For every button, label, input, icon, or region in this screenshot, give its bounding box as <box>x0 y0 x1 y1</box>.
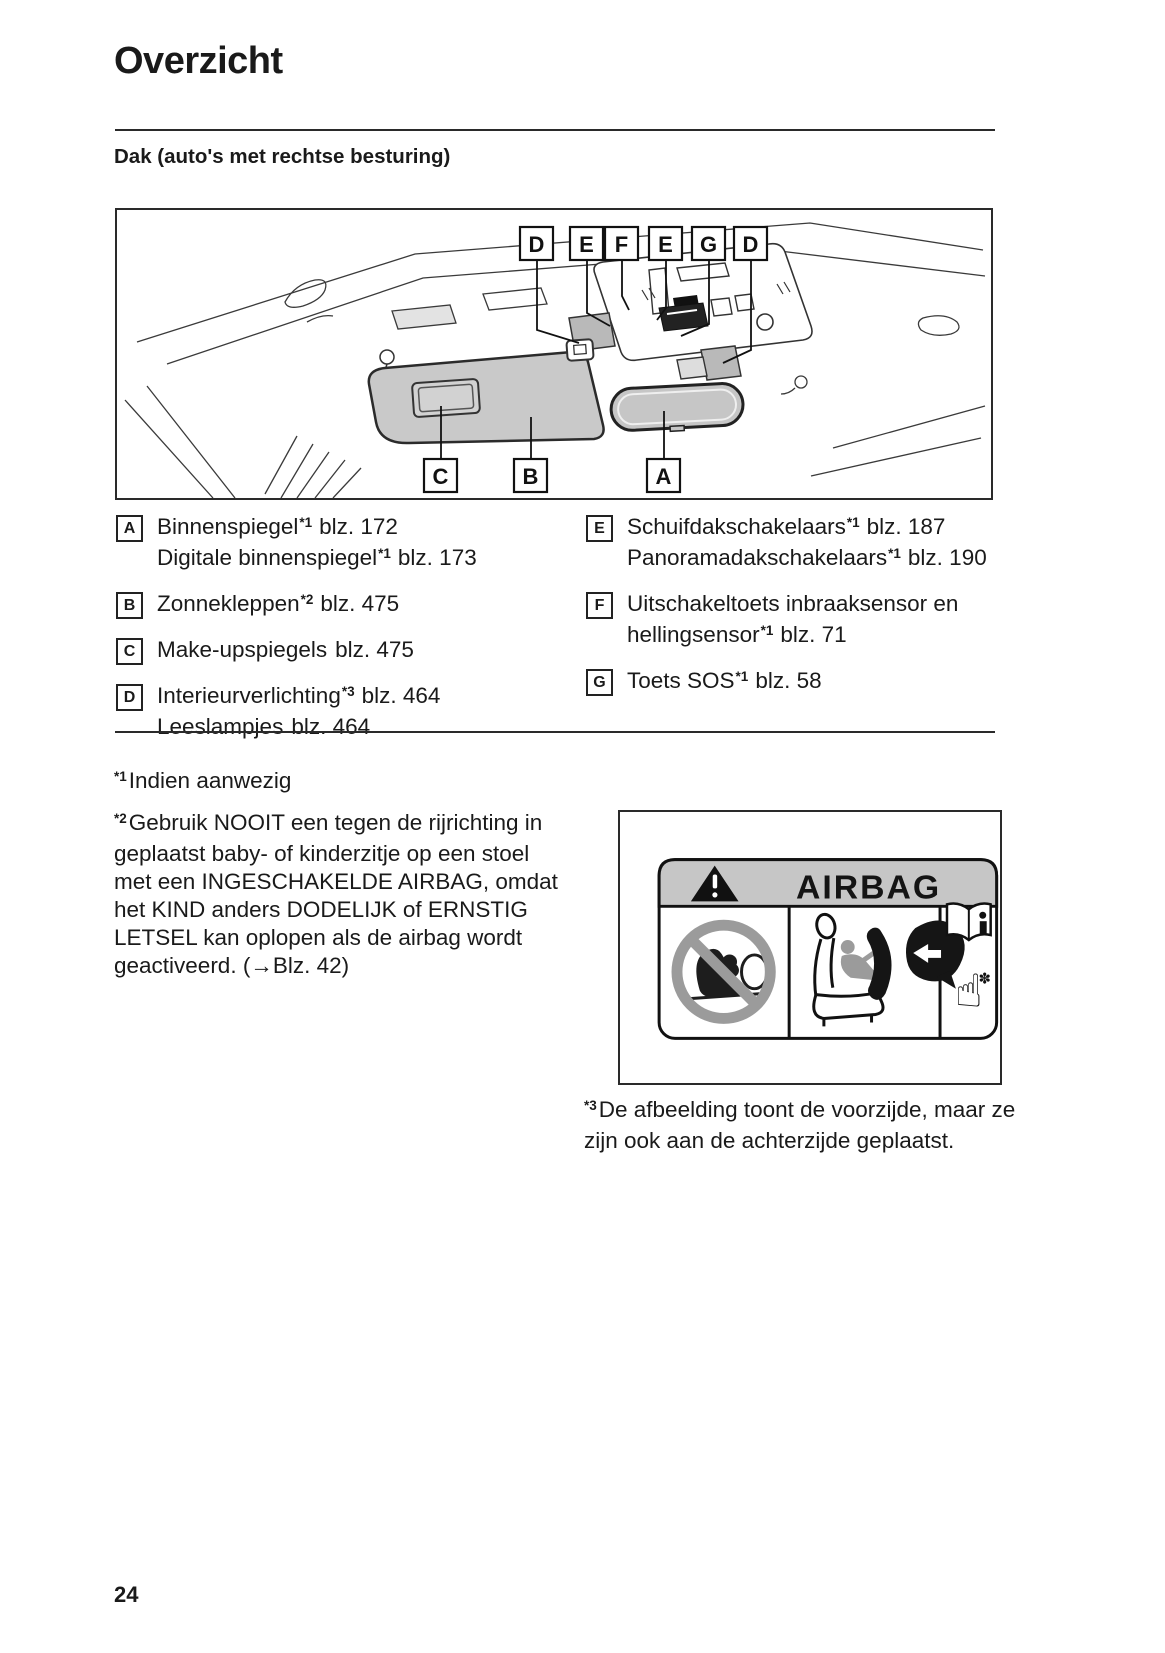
grab-handle-right <box>917 315 960 336</box>
sun-visor <box>367 338 605 445</box>
sos-button <box>756 313 774 331</box>
airbag-warning-label: AIRBAG <box>657 858 999 1040</box>
callout-c: C <box>433 464 449 489</box>
roof-diagram: D E F E G D C B A <box>115 208 993 500</box>
svg-text:☝: ☝ <box>955 965 983 1018</box>
legend-letter-c: C <box>116 638 143 665</box>
svg-text:✽: ✽ <box>978 970 990 988</box>
legend-letter-b: B <box>116 592 143 619</box>
footnote-2: *2Gebruik NOOIT een tegen de rijrichting… <box>114 810 558 978</box>
switch <box>734 293 755 312</box>
airbag-warning-figure: AIRBAG <box>618 810 1002 1085</box>
callout-g: G <box>700 232 717 257</box>
legend-letter-d: D <box>116 684 143 711</box>
footnote-3: *3De afbeelding toont de voorzijde, maar… <box>584 1097 1016 1153</box>
page-number: 24 <box>114 1582 139 1607</box>
leader-lines <box>440 260 752 459</box>
map-light-bezel <box>391 304 457 330</box>
label-header-band <box>657 858 999 908</box>
callout-a: A <box>656 464 672 489</box>
visor-pivot <box>379 349 395 365</box>
switch <box>710 297 733 317</box>
airbag-label-title: AIRBAG <box>796 868 941 906</box>
visor-clip <box>565 338 595 362</box>
coat-hook <box>794 375 808 389</box>
overhead-console <box>568 242 813 381</box>
legend-letter-e: E <box>586 515 613 542</box>
rearview-mirror <box>609 382 745 433</box>
grab-handle-left <box>284 279 327 308</box>
page-title: Overzicht <box>114 40 283 82</box>
legend-letter-a: A <box>116 515 143 542</box>
mirror-mount <box>676 356 708 380</box>
footnote-1: *1Indien aanwezig <box>114 768 292 793</box>
read-manual-icon: ☝ ✽ <box>945 902 992 1018</box>
title-divider <box>115 129 995 131</box>
legend-divider <box>115 731 995 733</box>
legend-item-f: F Uitschakeltoets inbraaksensor en helli… <box>584 590 1004 652</box>
callout-d1: D <box>529 232 545 257</box>
roof-diagram-art: D E F E G D C B A <box>124 222 986 499</box>
section-subtitle: Dak (auto's met rechtse besturing) <box>114 145 451 168</box>
no-rear-facing-child-seat-icon <box>671 919 776 1024</box>
makeup-mirror <box>411 378 481 418</box>
callout-f: F <box>615 232 628 257</box>
callout-e1: E <box>579 232 594 257</box>
legend-letter-f: F <box>586 592 613 619</box>
map-light-bezel <box>482 287 548 311</box>
warning-triangle-icon <box>690 865 739 902</box>
callout-b: B <box>523 464 539 489</box>
legend-letter-g: G <box>586 669 613 696</box>
airbag-deploy-seat-icon <box>812 912 965 1027</box>
callout-d2: D <box>743 232 759 257</box>
callout-e2: E <box>658 232 673 257</box>
